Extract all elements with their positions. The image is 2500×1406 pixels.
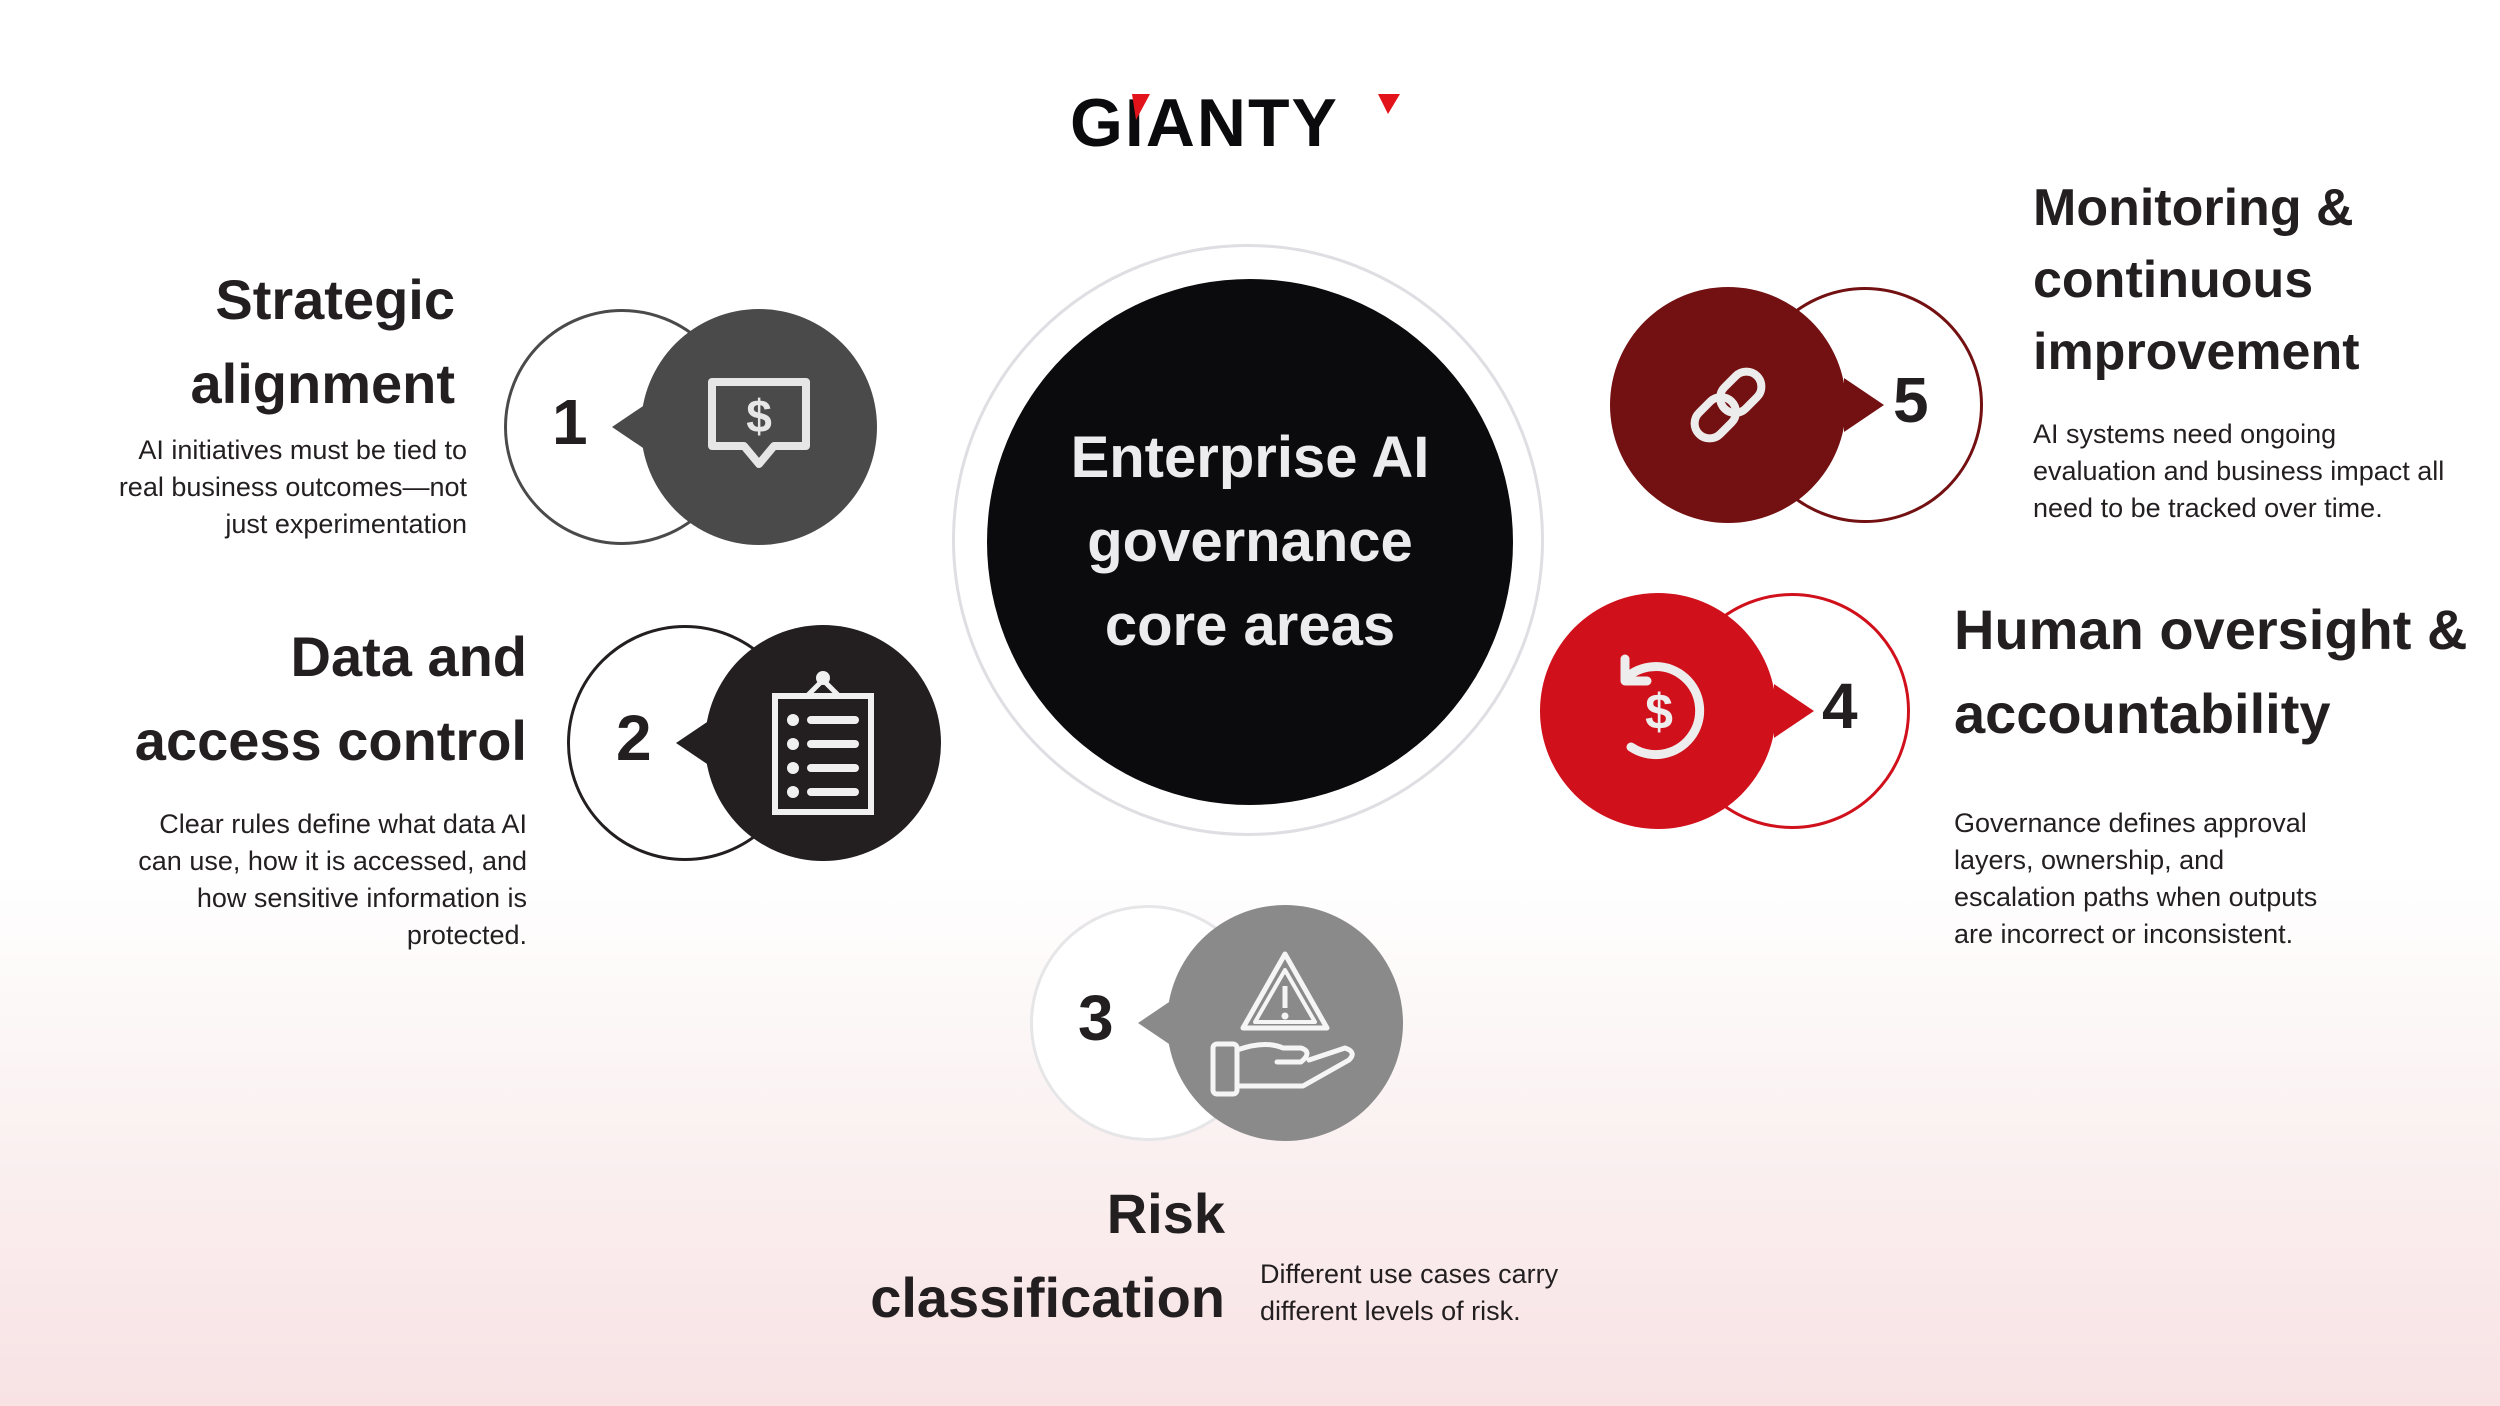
item-2-title-line: Data and [290, 625, 528, 688]
item-1-description-line: just experimentation [225, 509, 467, 539]
center-circle: Enterprise AI governance core areas [987, 279, 1513, 805]
item-4-title: Human oversight & accountability [1954, 588, 2467, 756]
item-4-description-line: escalation paths when outputs [1954, 882, 2318, 912]
item-1-number: 1 [552, 386, 588, 458]
refund-dollar-icon: $ [1620, 654, 1705, 760]
item-5-title-line: Monitoring & [2033, 179, 2354, 237]
item-5-title-line: continuous [2033, 251, 2314, 309]
item-2-title: Data and access control [135, 615, 527, 783]
item-4-description: Governance defines approval layers, owne… [1954, 805, 2317, 953]
item-2-description-line: Clear rules define what data AI [159, 809, 527, 839]
item-5-description: AI systems need ongoing evaluation and b… [2033, 416, 2444, 527]
item-4-description-line: Governance defines approval [1954, 808, 2307, 838]
item-5-icon-circle [1610, 287, 1846, 523]
item-1-title-line: Strategic [215, 268, 455, 331]
item-1-description-line: AI initiatives must be tied to [138, 435, 467, 465]
gianty-logo: GIANTY [1070, 90, 1400, 152]
item-1-description: AI initiatives must be tied to real busi… [119, 432, 467, 543]
item-3-description: Different use cases carry different leve… [1260, 1256, 1558, 1330]
dollar-chat-icon: $ [708, 378, 810, 468]
item-1-description-line: real business outcomes—not [118, 472, 467, 502]
item-5-description-line: evaluation and business impact all [2033, 456, 2445, 486]
item-4-description-line: layers, ownership, and [1954, 845, 2225, 875]
item-2-description-line: how sensitive information is [196, 883, 527, 913]
center-title: Enterprise AI governance core areas [1040, 416, 1460, 668]
item-5-pointer [1844, 378, 1884, 432]
item-3-icon-circle [1167, 905, 1403, 1141]
item-4-icon-circle: $ [1540, 593, 1776, 829]
svg-text:$: $ [746, 390, 772, 442]
item-3-number: 3 [1078, 982, 1114, 1054]
center-title-line: Enterprise AI [1070, 425, 1430, 490]
item-5-description-line: AI systems need ongoing [2033, 419, 2337, 449]
item-3-title-line: Risk [1106, 1182, 1225, 1245]
item-5-title: Monitoring & continuous improvement [2033, 172, 2360, 388]
item-2-description: Clear rules define what data AI can use,… [138, 806, 527, 954]
item-1-icon-circle: $ [641, 309, 877, 545]
item-1-title-line: alignment [190, 352, 455, 415]
item-1-title: Strategic alignment [191, 258, 455, 426]
item-4-number: 4 [1822, 670, 1858, 742]
item-2-description-line: protected. [406, 920, 527, 950]
svg-text:$: $ [1645, 684, 1673, 740]
item-4-pointer [1774, 684, 1814, 738]
svg-text:GIANTY: GIANTY [1070, 90, 1339, 152]
item-2-description-line: can use, how it is accessed, and [138, 846, 527, 876]
item-3-description-line: Different use cases carry [1260, 1259, 1559, 1289]
item-3-title: Risk classification [870, 1172, 1225, 1340]
clipboard-list-icon [772, 671, 874, 815]
item-2-icon-circle [705, 625, 941, 861]
item-4-description-line: are incorrect or inconsistent. [1954, 919, 2294, 949]
item-5-number: 5 [1893, 364, 1929, 436]
item-3-title-line: classification [870, 1266, 1225, 1329]
item-5-description-line: need to be tracked over time. [2033, 493, 2383, 523]
link-icon [1690, 367, 1766, 443]
item-5-title-line: improvement [2033, 323, 2360, 381]
item-2-number: 2 [616, 702, 652, 774]
center-title-line: core areas [1104, 593, 1396, 658]
item-3-description-line: different levels of risk. [1260, 1296, 1521, 1326]
center-title-line: governance [1087, 509, 1413, 574]
item-2-title-line: access control [134, 709, 527, 772]
item-4-title-line: Human oversight & [1954, 598, 2468, 661]
hand-warning-icon [1210, 951, 1355, 1097]
item-4-title-line: accountability [1954, 682, 2331, 745]
